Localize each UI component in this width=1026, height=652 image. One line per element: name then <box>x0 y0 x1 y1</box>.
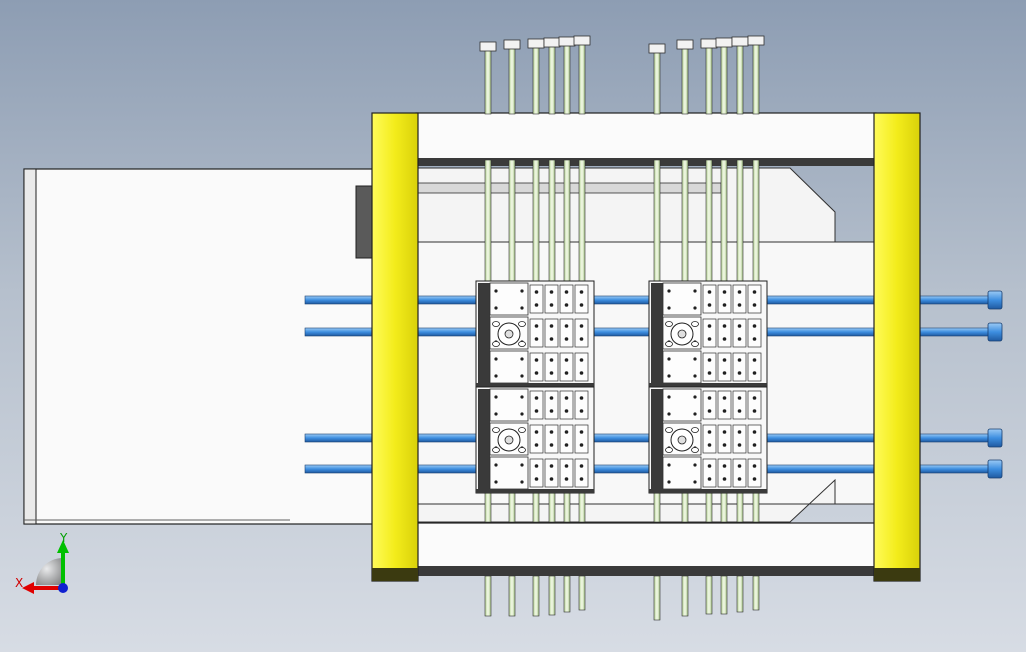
guide-rod <box>304 459 1003 479</box>
bottom-clamp-plate[interactable] <box>415 522 877 576</box>
cavity-block <box>648 386 768 494</box>
y-axis-label: Y <box>60 531 68 545</box>
coordinate-triad <box>22 540 69 594</box>
left-slide-plate[interactable] <box>23 168 375 525</box>
guide-rods <box>304 290 1003 479</box>
cavity-block <box>475 386 595 494</box>
left-yellow-frame[interactable] <box>371 112 419 582</box>
guide-rod <box>304 290 1003 310</box>
guide-rod <box>304 322 1003 342</box>
right-yellow-frame[interactable] <box>873 112 921 582</box>
top-clamp-plate[interactable] <box>415 112 877 166</box>
cavity-block <box>475 280 595 388</box>
guide-rod <box>304 428 1003 448</box>
mold-cavities <box>475 280 768 494</box>
x-axis-label: X <box>15 576 24 590</box>
cavity-block <box>648 280 768 388</box>
